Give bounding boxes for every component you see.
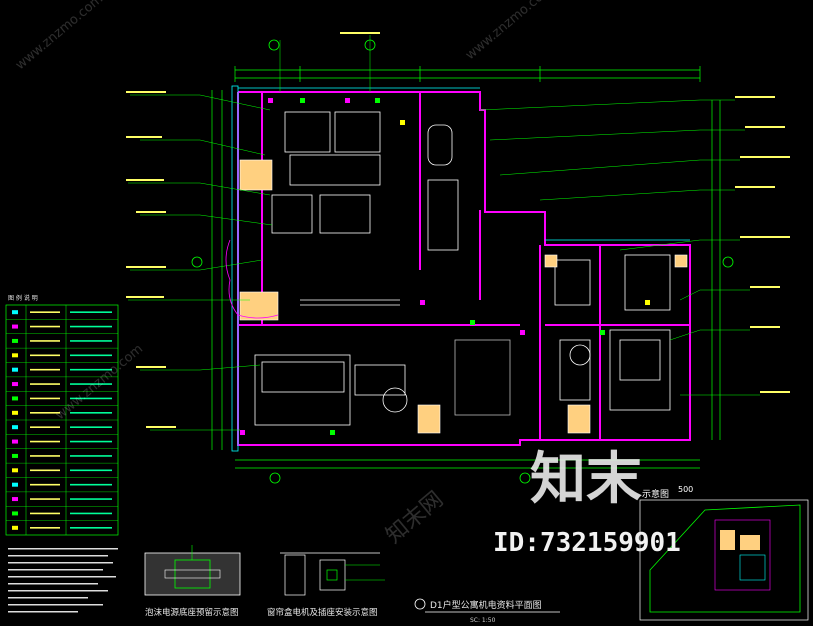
legend-label-mark <box>30 440 60 443</box>
furniture <box>254 111 671 426</box>
window-lines <box>231 85 690 452</box>
legend-label-mark <box>30 527 60 529</box>
legend-label-mark <box>30 383 60 385</box>
legend-label-mark <box>30 325 60 328</box>
legend-label-mark <box>30 469 60 472</box>
dimension-lines <box>211 66 721 469</box>
legend-desc-mark <box>70 412 112 414</box>
legend-label-mark <box>30 498 60 500</box>
legend-symbol <box>12 382 18 387</box>
legend-desc-mark <box>70 426 112 428</box>
legend-symbol <box>12 310 18 315</box>
revision-cloud <box>225 239 279 319</box>
legend-symbol <box>12 525 18 530</box>
plan-title-block: D1户型公寓机电资料平面图 SC: 1:50 <box>414 598 560 624</box>
watermark-url-2: www.znzmo.com <box>463 0 556 63</box>
legend-desc-mark <box>70 368 112 371</box>
legend-desc-mark <box>70 397 112 400</box>
legend-label-mark <box>30 512 60 515</box>
legend-symbol <box>12 511 18 516</box>
legend-symbol <box>12 482 18 487</box>
watermark-brand: 知末 <box>530 447 642 512</box>
legend-desc-mark <box>70 483 112 486</box>
legend-label-mark <box>30 340 60 342</box>
legend-desc-mark <box>70 340 112 342</box>
legend-desc-mark <box>70 440 112 443</box>
legend-symbol <box>12 425 18 430</box>
notes-block <box>8 548 118 613</box>
legend-desc-mark <box>70 311 112 313</box>
legend-symbol <box>12 410 18 415</box>
curtain-detail: 窗帘盒电机及插座安装示意图 <box>267 552 385 618</box>
legend-symbol <box>12 353 18 358</box>
legend-label-mark <box>30 455 60 457</box>
legend-label-mark <box>30 368 60 371</box>
watermark-id: ID:732159901 <box>493 528 681 558</box>
legend-label-mark <box>30 412 60 414</box>
legend-label-mark <box>30 483 60 486</box>
legend-label-mark <box>30 354 60 357</box>
key-plan: 示意图 500 <box>639 485 809 621</box>
legend-desc-mark <box>70 469 112 472</box>
legend-desc-mark <box>70 325 112 328</box>
legend-desc-mark <box>70 527 112 529</box>
watermark-url-3: www.znzmo.com <box>53 341 146 423</box>
watermark-url-1: www.znzmo.com <box>13 0 106 73</box>
legend-desc-mark <box>70 354 112 357</box>
key-plan-scale: 500 <box>678 485 693 494</box>
legend-symbol <box>12 497 18 502</box>
legend-symbol <box>12 439 18 444</box>
legend-symbol <box>12 324 18 329</box>
watermark-brand-small: 知末网 <box>382 487 449 549</box>
annotation-leaders <box>128 35 760 431</box>
legend-symbol <box>12 453 18 458</box>
legend-symbol <box>12 367 18 372</box>
annotation-marks <box>126 32 790 428</box>
electrical-symbols <box>240 98 650 435</box>
legend-symbol <box>12 396 18 401</box>
watermark: www.znzmo.com www.znzmo.com www.znzmo.co… <box>13 0 681 558</box>
key-plan-title: 示意图 <box>642 488 669 500</box>
plan-scale: SC: 1:50 <box>470 617 496 624</box>
legend-label-mark <box>30 426 60 428</box>
legend-desc-mark <box>70 455 112 457</box>
legend-desc-mark <box>70 512 112 515</box>
socket-detail-title: 泡沫电源底座预留示意图 <box>145 607 239 618</box>
legend-desc-mark <box>70 383 112 385</box>
legend-symbol <box>12 468 18 473</box>
curtain-detail-title: 窗帘盒电机及插座安装示意图 <box>267 607 378 618</box>
grid-axis-markers <box>191 39 734 484</box>
legend-header: 图 例 说 明 <box>8 294 38 302</box>
socket-detail: 泡沫电源底座预留示意图 <box>144 545 241 618</box>
plan-title: D1户型公寓机电资料平面图 <box>430 599 542 611</box>
legend-label-mark <box>30 311 60 313</box>
legend-table: 图 例 说 明 <box>5 294 119 536</box>
legend-desc-mark <box>70 498 112 500</box>
equipment-zones <box>239 159 688 434</box>
legend-label-mark <box>30 397 60 400</box>
legend-symbol <box>12 338 18 343</box>
